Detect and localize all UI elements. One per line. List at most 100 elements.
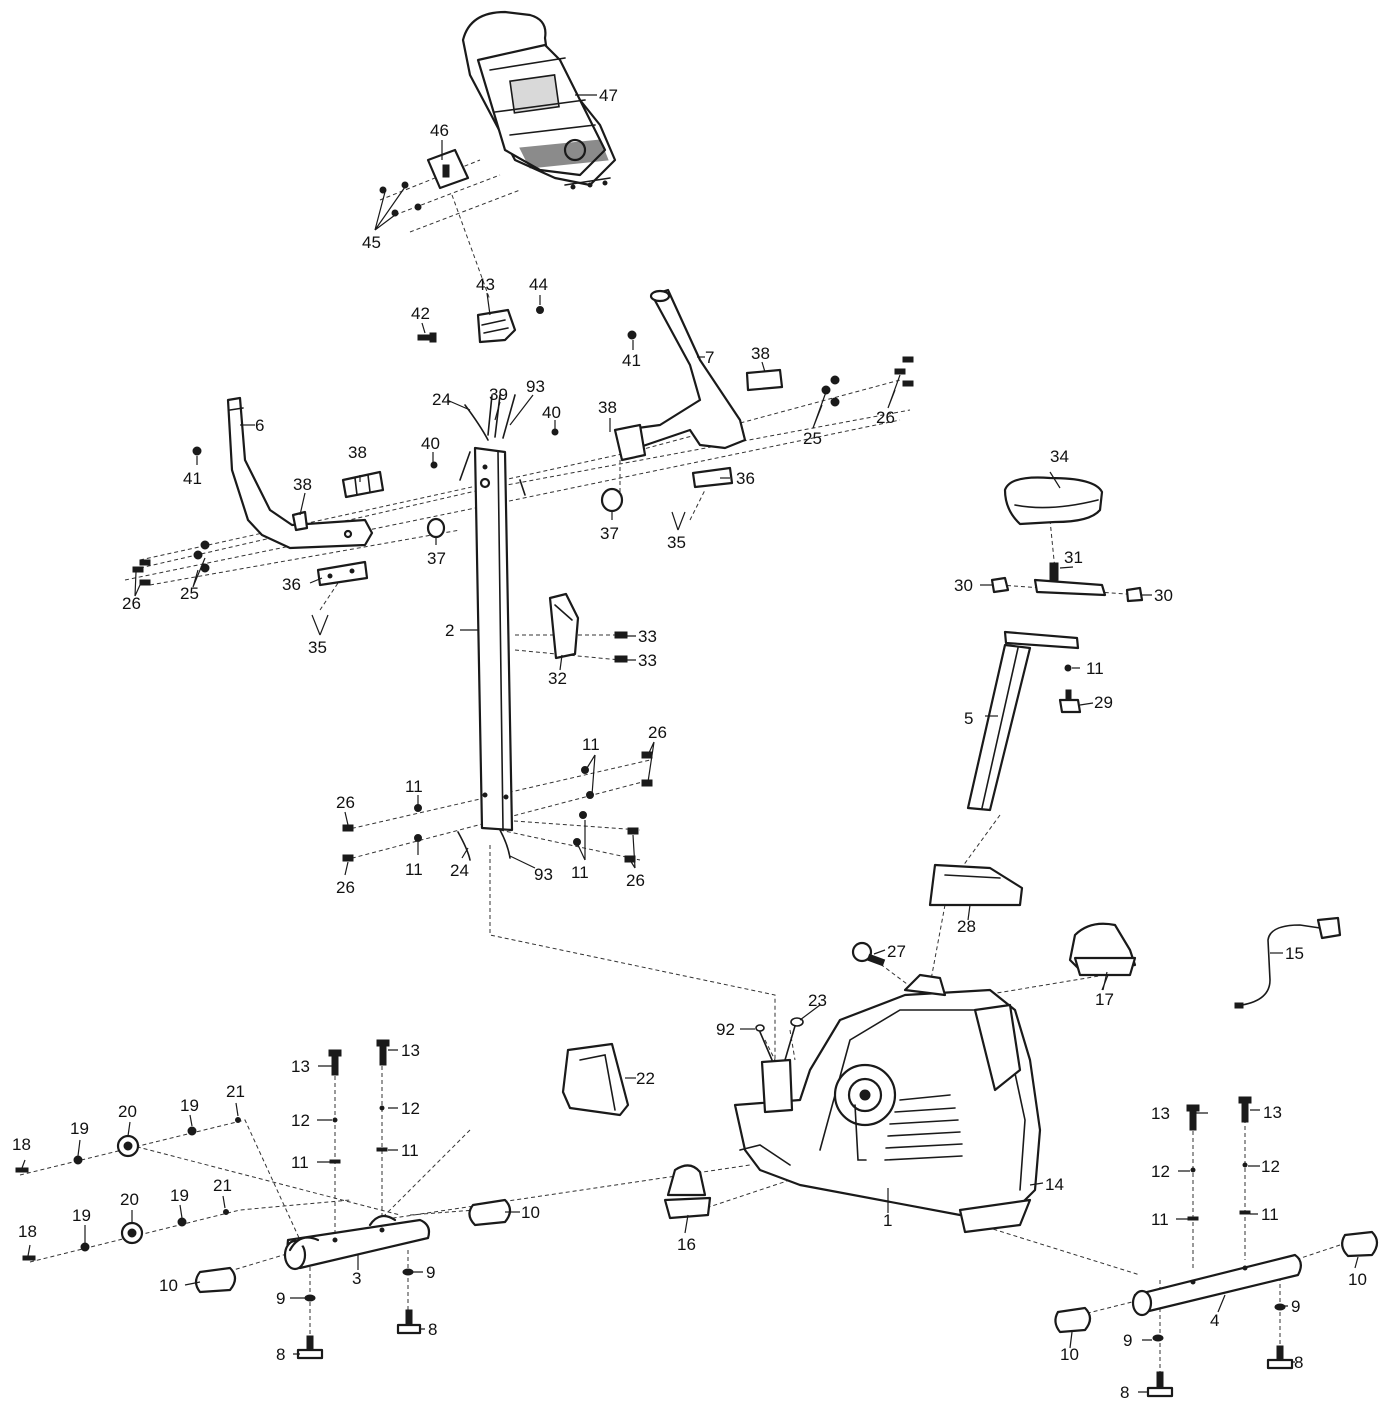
callout-10: 10 <box>159 1276 178 1295</box>
callout-93: 93 <box>526 377 545 396</box>
grip-38-left <box>341 470 385 499</box>
bolts-26-25-right <box>821 356 914 407</box>
callout-34: 34 <box>1050 447 1069 466</box>
callout-9: 9 <box>276 1289 285 1308</box>
wheels-20 <box>116 1134 144 1245</box>
callout-19: 19 <box>180 1096 199 1115</box>
callout-26: 26 <box>876 408 895 427</box>
callout-11: 11 <box>405 777 423 796</box>
callout-35: 35 <box>308 638 327 657</box>
end-caps-10-front <box>194 1198 512 1294</box>
callout-12: 12 <box>1261 1157 1280 1176</box>
callout-9: 9 <box>1123 1331 1132 1350</box>
callout-21: 21 <box>213 1176 232 1195</box>
callout-18: 18 <box>12 1135 31 1154</box>
callout-40: 40 <box>542 403 561 422</box>
callout-92: 92 <box>716 1020 735 1039</box>
callout-5: 5 <box>964 709 973 728</box>
handlebar-left-6 <box>192 396 374 550</box>
frame-vents <box>884 1094 963 1161</box>
callout-11: 11 <box>571 863 589 882</box>
callout-26: 26 <box>336 793 355 812</box>
callout-33: 33 <box>638 651 657 670</box>
callout-1: 1 <box>883 1211 892 1230</box>
callout-7: 7 <box>705 348 714 367</box>
callout-19: 19 <box>72 1206 91 1225</box>
callout-41: 41 <box>622 351 641 370</box>
seat-slider-31 <box>1033 562 1107 597</box>
upright-post-2 <box>459 394 526 832</box>
callout-20: 20 <box>120 1190 139 1209</box>
callout-17: 17 <box>1095 990 1114 1009</box>
callout-38: 38 <box>751 344 770 363</box>
callout-26: 26 <box>122 594 141 613</box>
pedal-right-17 <box>1068 922 1137 977</box>
screws-33 <box>614 631 628 663</box>
callout-20: 20 <box>118 1102 137 1121</box>
stabilizer-fasteners-front <box>296 1039 422 1360</box>
callout-13: 13 <box>1151 1104 1170 1123</box>
callout-24: 24 <box>432 390 451 409</box>
callout-38: 38 <box>598 398 617 417</box>
callout-43: 43 <box>476 275 495 294</box>
callout-26: 26 <box>648 723 667 742</box>
callout-11: 11 <box>291 1153 309 1172</box>
callout-6: 6 <box>255 416 264 435</box>
post-fasteners <box>342 751 653 863</box>
callout-45: 45 <box>362 233 381 252</box>
clamp-36-right <box>691 466 734 489</box>
callout-16: 16 <box>677 1235 696 1254</box>
callout-12: 12 <box>291 1111 310 1130</box>
callout-8: 8 <box>1120 1383 1129 1402</box>
cover-37-right <box>600 487 624 513</box>
callout-32: 32 <box>548 669 567 688</box>
pedal-left-16 <box>663 1164 712 1220</box>
wheel-hardware <box>15 1117 241 1261</box>
callout-25: 25 <box>803 429 822 448</box>
callout-42: 42 <box>411 304 430 323</box>
screw-42 <box>417 332 437 343</box>
cover-22 <box>561 1042 630 1117</box>
main-frame-1 <box>733 973 1042 1234</box>
bottle-holder-32 <box>548 592 580 660</box>
callout-13: 13 <box>401 1041 420 1060</box>
callout-93: 93 <box>534 865 553 884</box>
callout-44: 44 <box>529 275 548 294</box>
callout-36: 36 <box>282 575 301 594</box>
callout-37: 37 <box>600 524 619 543</box>
callout-8: 8 <box>428 1320 437 1339</box>
callout-26: 26 <box>626 871 645 890</box>
callout-9: 9 <box>1291 1297 1300 1316</box>
callout-21: 21 <box>226 1082 245 1101</box>
stabilizer-fasteners-rear <box>1146 1096 1294 1398</box>
seat-shroud-28 <box>928 863 1024 907</box>
callout-26: 26 <box>336 878 355 897</box>
handlebar-right-7 <box>613 288 747 462</box>
callout-27: 27 <box>887 942 906 961</box>
clamp-36-left <box>316 560 369 587</box>
callout-24: 24 <box>450 861 469 880</box>
callout-35: 35 <box>667 533 686 552</box>
knobs-30 <box>990 576 1144 603</box>
seat-post-5 <box>966 630 1080 812</box>
callout-9: 9 <box>426 1263 435 1282</box>
callout-11: 11 <box>405 860 423 879</box>
wires-92-23 <box>755 1017 804 1061</box>
callout-2: 2 <box>445 621 454 640</box>
callout-19: 19 <box>70 1119 89 1138</box>
seat-34 <box>1003 476 1104 526</box>
callout-4: 4 <box>1210 1311 1219 1330</box>
callout-12: 12 <box>401 1099 420 1118</box>
callout-12: 12 <box>1151 1162 1170 1181</box>
callout-30: 30 <box>1154 586 1173 605</box>
callout-13: 13 <box>1263 1103 1282 1122</box>
console-47 <box>461 10 617 190</box>
knob-29 <box>1058 664 1082 714</box>
callout-30: 30 <box>954 576 973 595</box>
tension-knob-27 <box>851 941 886 967</box>
callout-11: 11 <box>582 735 600 754</box>
callout-37: 37 <box>427 549 446 568</box>
stem-cap-43 <box>476 308 517 344</box>
callout-38: 38 <box>348 443 367 462</box>
